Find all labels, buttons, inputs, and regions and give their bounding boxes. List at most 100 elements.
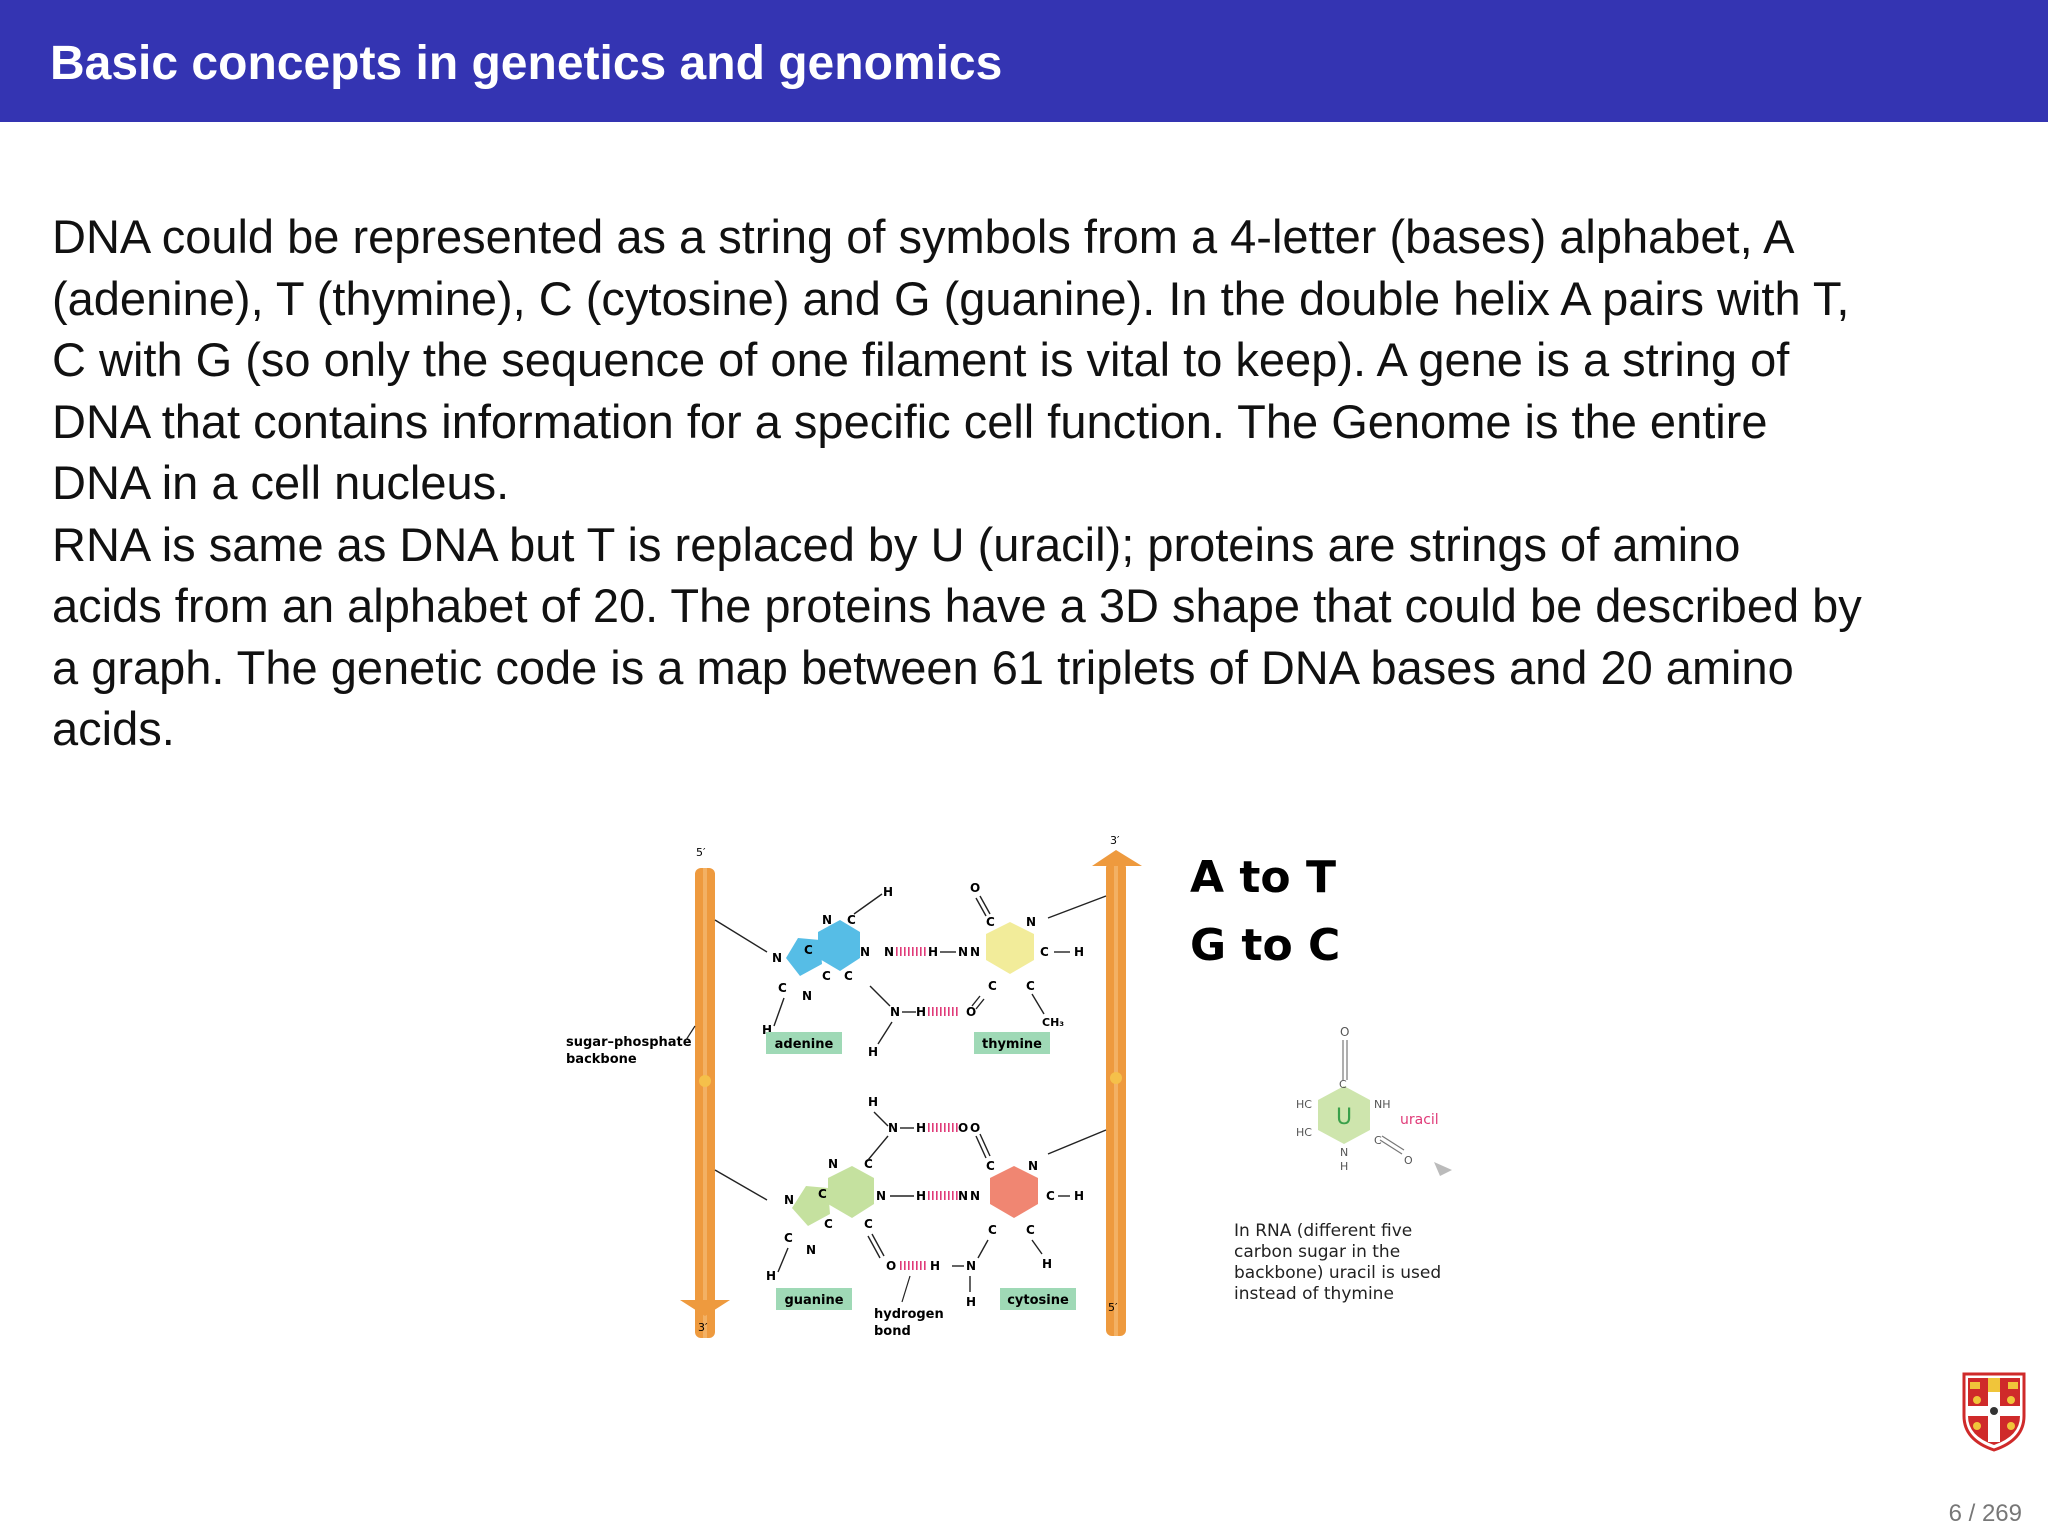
- svg-text:CH₃: CH₃: [1042, 1016, 1064, 1029]
- svg-text:H: H: [868, 1095, 878, 1109]
- gc-hydrogen-bonds: O H N H: [890, 1121, 968, 1273]
- adenine-molecule: N C N C C C N C N H H N H H: [762, 885, 926, 1059]
- dna-base-pairing-figure: 5′ 3′ 3′ 5′ N C N C C C N C N H H N: [552, 826, 1492, 1346]
- title-bar: Basic concepts in genetics and genomics: [0, 0, 2048, 122]
- end-label-left-top: 5′: [696, 846, 706, 859]
- svg-text:O: O: [966, 1005, 976, 1019]
- thymine-molecule: C N N C C C O H CH₃ O: [966, 881, 1084, 1029]
- svg-text:N: N: [966, 1259, 976, 1273]
- paragraph-rna: RNA is same as DNA but T is replaced by …: [52, 514, 2012, 760]
- end-label-right-top: 3′: [1110, 834, 1120, 847]
- svg-text:C: C: [824, 1217, 833, 1231]
- uracil-molecule: O C HC NH HC C N H O U uracil: [1296, 1025, 1452, 1176]
- university-crest-logo: [1962, 1372, 2026, 1452]
- svg-text:H: H: [916, 1121, 926, 1135]
- svg-text:N: N: [1340, 1146, 1348, 1159]
- svg-text:HC: HC: [1296, 1098, 1312, 1111]
- left-backbone-arrow-down: [680, 1300, 730, 1316]
- svg-text:C: C: [847, 913, 856, 927]
- svg-text:N: N: [876, 1189, 886, 1203]
- svg-text:H: H: [762, 1023, 772, 1037]
- pairing-rule-g-to-c: G to C: [1190, 920, 1340, 971]
- text-line: acids.: [52, 702, 175, 755]
- text-line: DNA that contains information for a spec…: [52, 394, 1768, 448]
- svg-text:H: H: [1340, 1160, 1348, 1173]
- text-line: (adenine), T (thymine), C (cytosine) and…: [52, 271, 1850, 325]
- hbond-label-line1: hydrogen: [874, 1307, 944, 1322]
- svg-text:N: N: [860, 945, 870, 959]
- text-line: RNA is same as DNA but T is replaced by …: [52, 517, 1741, 571]
- svg-text:N: N: [806, 1243, 816, 1257]
- svg-text:O: O: [970, 1121, 980, 1135]
- svg-text:H: H: [930, 1259, 940, 1273]
- uracil-label: uracil: [1400, 1112, 1439, 1128]
- svg-text:H: H: [966, 1295, 976, 1309]
- svg-text:C: C: [1026, 979, 1035, 993]
- left-backbone: [680, 868, 730, 1338]
- svg-text:N: N: [888, 1121, 898, 1135]
- svg-text:C: C: [844, 969, 853, 983]
- svg-text:N: N: [970, 1189, 980, 1203]
- right-backbone: [1092, 850, 1142, 1336]
- hbond-label-line2: bond: [874, 1324, 911, 1339]
- svg-text:N: N: [1026, 915, 1036, 929]
- svg-text:C: C: [988, 1223, 997, 1237]
- svg-text:C: C: [778, 981, 787, 995]
- svg-text:C: C: [818, 1187, 827, 1201]
- svg-text:N: N: [1028, 1159, 1038, 1173]
- svg-text:N: N: [970, 945, 980, 959]
- pairing-rule-a-to-t: A to T: [1190, 852, 1336, 903]
- svg-text:C: C: [986, 1159, 995, 1173]
- svg-text:H: H: [1042, 1257, 1052, 1271]
- svg-text:guanine: guanine: [784, 1293, 843, 1308]
- svg-text:N: N: [958, 945, 968, 959]
- backbone-label-line1: sugar–phosphate: [566, 1035, 692, 1050]
- svg-text:C: C: [864, 1157, 873, 1171]
- end-label-right-bottom: 5′: [1108, 1301, 1118, 1314]
- label-adenine: adenine: [766, 1032, 842, 1054]
- svg-text:HC: HC: [1296, 1126, 1312, 1139]
- svg-text:H: H: [1074, 1189, 1084, 1203]
- svg-text:C: C: [986, 915, 995, 929]
- uracil-ring-letter: U: [1336, 1105, 1352, 1130]
- cytosine-molecule: C N N C C C O H H N H: [952, 1121, 1084, 1309]
- svg-text:C: C: [1374, 1134, 1382, 1147]
- paragraph-dna: DNA could be represented as a string of …: [52, 206, 2012, 514]
- svg-text:N: N: [828, 1157, 838, 1171]
- text-line: acids from an alphabet of 20. The protei…: [52, 579, 1862, 632]
- text-line: DNA in a cell nucleus.: [52, 456, 510, 509]
- svg-text:O: O: [958, 1121, 968, 1135]
- slide-body: DNA could be represented as a string of …: [52, 206, 2012, 760]
- uracil-note-line: In RNA (different five: [1234, 1221, 1412, 1241]
- svg-text:H: H: [916, 1005, 926, 1019]
- svg-text:C: C: [822, 969, 831, 983]
- svg-text:N: N: [784, 1193, 794, 1207]
- svg-text:N: N: [958, 1189, 968, 1203]
- uracil-note-line: carbon sugar in the: [1234, 1242, 1400, 1262]
- svg-text:NH: NH: [1374, 1098, 1391, 1111]
- label-cytosine: cytosine: [1000, 1288, 1076, 1310]
- svg-text:C: C: [1026, 1223, 1035, 1237]
- svg-text:cytosine: cytosine: [1007, 1293, 1069, 1308]
- text-line: C with G (so only the sequence of one fi…: [52, 333, 1790, 386]
- svg-text:H: H: [883, 885, 893, 899]
- svg-text:H: H: [928, 945, 938, 959]
- svg-text:thymine: thymine: [982, 1037, 1042, 1052]
- svg-text:adenine: adenine: [775, 1037, 834, 1052]
- label-thymine: thymine: [974, 1032, 1050, 1054]
- svg-text:O: O: [886, 1259, 896, 1273]
- svg-text:N: N: [772, 951, 782, 965]
- svg-text:N: N: [822, 913, 832, 927]
- svg-text:H: H: [1074, 945, 1084, 959]
- svg-text:C: C: [1339, 1078, 1347, 1091]
- svg-text:N: N: [890, 1005, 900, 1019]
- text-line: DNA could be represented as a string of …: [52, 210, 1795, 263]
- svg-text:N: N: [802, 989, 812, 1003]
- svg-text:C: C: [988, 979, 997, 993]
- label-guanine: guanine: [776, 1288, 852, 1310]
- svg-text:O: O: [1340, 1025, 1349, 1039]
- uracil-note-line: instead of thymine: [1234, 1284, 1394, 1304]
- svg-text:C: C: [1040, 945, 1049, 959]
- svg-text:C: C: [784, 1231, 793, 1245]
- svg-text:H: H: [916, 1189, 926, 1203]
